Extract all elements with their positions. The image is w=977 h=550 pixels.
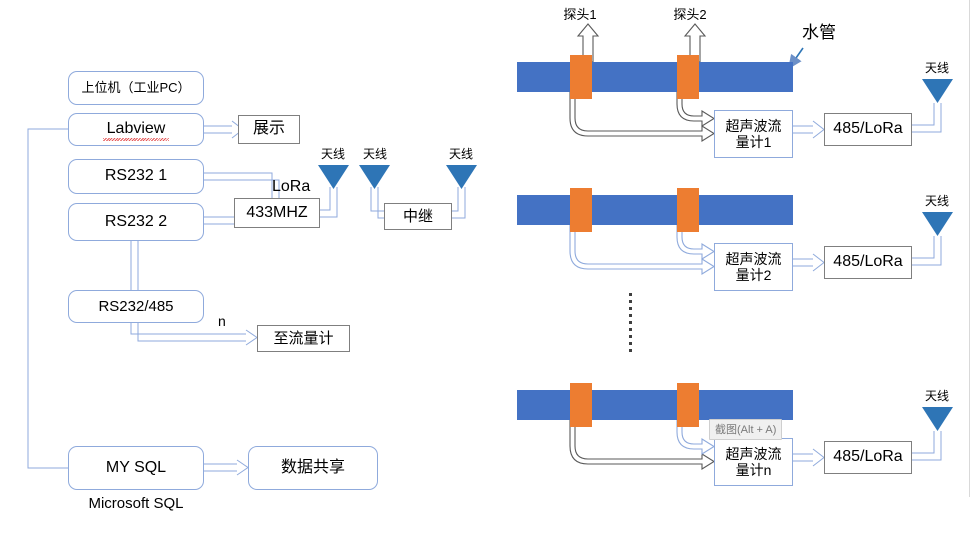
right-row-2 <box>569 212 953 275</box>
screenshot-tooltip: 截图(Alt + A) <box>709 419 783 440</box>
right-row-1 <box>569 23 953 142</box>
arrow-rs232-2-to-rs232-485 <box>130 241 139 290</box>
probe-1-label: 探头1 <box>563 7 597 22</box>
probe1-to-flowmeter-connector <box>569 419 716 470</box>
to-flowmeter-box[interactable] <box>257 325 350 352</box>
lora-module-label-2: 485/LoRa <box>833 253 903 271</box>
vertical-ellipsis-icon <box>629 293 632 356</box>
water-pipe <box>517 390 793 420</box>
probe-block-1 <box>570 383 592 427</box>
probe-block-2 <box>677 55 699 99</box>
rs232-1-box[interactable] <box>68 159 204 194</box>
data-share-box[interactable] <box>248 446 378 490</box>
bus-labview-to-mysql <box>27 128 68 469</box>
antenna-label: 天线 <box>448 147 474 161</box>
flowmeter-box-1[interactable] <box>714 110 793 158</box>
left-connectors <box>27 120 466 476</box>
flowmeter-label-n: 超声波流 量计n <box>725 445 782 478</box>
wire-module1-to-antenna <box>912 103 942 133</box>
lora-module-box-1[interactable] <box>824 113 912 146</box>
freq-433mhz-box[interactable] <box>234 198 320 228</box>
arrow-rs232-1-to-433mhz <box>204 172 280 198</box>
antenna-triangle-icon <box>922 407 953 431</box>
flowmeter-box-n[interactable] <box>714 438 793 486</box>
antenna-triangle-icon <box>922 212 953 236</box>
mysql-box[interactable] <box>68 446 204 490</box>
antenna-triangle-icon <box>318 165 349 189</box>
antenna-triangle-icon <box>446 165 477 189</box>
pipe-label: 水管 <box>802 23 836 42</box>
probe-up-arrow-icon <box>576 23 600 63</box>
flowmeter-label-2: 超声波流 量计2 <box>725 250 782 283</box>
arrow-flowmetern-to-module <box>793 448 825 467</box>
rs232-1-label: RS232 1 <box>104 167 168 185</box>
wire-modulen-to-antenna <box>912 431 942 461</box>
antenna-label: 天线 <box>924 61 950 75</box>
flowmeter-box-2[interactable] <box>714 243 793 291</box>
probe2-to-flowmeter-connector <box>676 224 716 260</box>
arrow-flowmeter1-to-module <box>793 120 825 139</box>
probe1-to-flowmeter-connector <box>569 91 716 142</box>
lora-module-label-n: 485/LoRa <box>833 448 903 466</box>
wire-antenna2-to-relay <box>370 187 384 219</box>
rs232-2-label: RS232 2 <box>104 212 168 230</box>
lora-module-label-1: 485/LoRa <box>833 120 903 138</box>
host-pc-label: 上位机（工业PC） <box>81 79 191 95</box>
probe2-to-flowmeter-connector <box>676 419 716 455</box>
lora-module-box-2[interactable] <box>824 246 912 279</box>
left-antennas <box>318 165 477 189</box>
antenna-triangle-icon <box>359 165 390 189</box>
wire-433mhz-to-antenna1 <box>320 187 338 218</box>
rs232-2-box[interactable] <box>68 203 204 241</box>
antenna-label: 天线 <box>924 389 950 403</box>
wire-module2-to-antenna <box>912 236 942 266</box>
host-pc-box[interactable] <box>68 71 204 105</box>
antenna-label: 天线 <box>924 194 950 208</box>
relay-label: 中继 <box>402 207 433 225</box>
probe-up-arrow-icon <box>683 23 707 63</box>
water-pipe <box>517 62 793 92</box>
lora-label: LoRa <box>272 178 311 195</box>
mysql-label: MY SQL <box>105 458 167 476</box>
page-border <box>969 0 970 497</box>
freq-433mhz-label: 433MHZ <box>246 203 308 221</box>
probe1-to-flowmeter-connector <box>569 224 716 275</box>
water-pipe <box>517 195 793 225</box>
probe-block-1 <box>570 188 592 232</box>
arrow-flowmeter2-to-module <box>793 253 825 272</box>
display-label: 展示 <box>252 120 285 138</box>
antenna-label: 天线 <box>362 147 388 161</box>
arrow-rs232-2-to-433mhz <box>204 216 234 225</box>
probe-block-2 <box>677 383 699 427</box>
labview-label: Labview <box>106 120 166 138</box>
relay-box[interactable] <box>384 203 452 230</box>
arrow-rs232-485-to-flowmeter <box>130 322 258 346</box>
data-share-label: 数据共享 <box>280 458 345 476</box>
antenna-triangle-icon <box>922 79 953 103</box>
mysql-caption: Microsoft SQL <box>88 495 184 512</box>
to-flowmeter-label: 至流量计 <box>273 329 334 347</box>
n-count-label: n <box>218 313 226 329</box>
spellcheck-underline-icon <box>103 138 169 141</box>
wire-relay-to-antenna3 <box>452 187 466 219</box>
display-box[interactable] <box>238 115 300 144</box>
flowmeter-label-1: 超声波流 量计1 <box>725 117 782 150</box>
right-row-3 <box>569 407 953 470</box>
probe2-to-flowmeter-connector <box>676 91 716 127</box>
antenna-label: 天线 <box>320 147 346 161</box>
probe-block-2 <box>677 188 699 232</box>
rs232-485-box[interactable] <box>68 290 204 323</box>
lora-module-box-n[interactable] <box>824 441 912 474</box>
probe-block-1 <box>570 55 592 99</box>
probe-2-label: 探头2 <box>673 7 707 22</box>
arrow-mysql-to-datashare <box>204 459 249 476</box>
rs232-485-label: RS232/485 <box>98 297 174 315</box>
